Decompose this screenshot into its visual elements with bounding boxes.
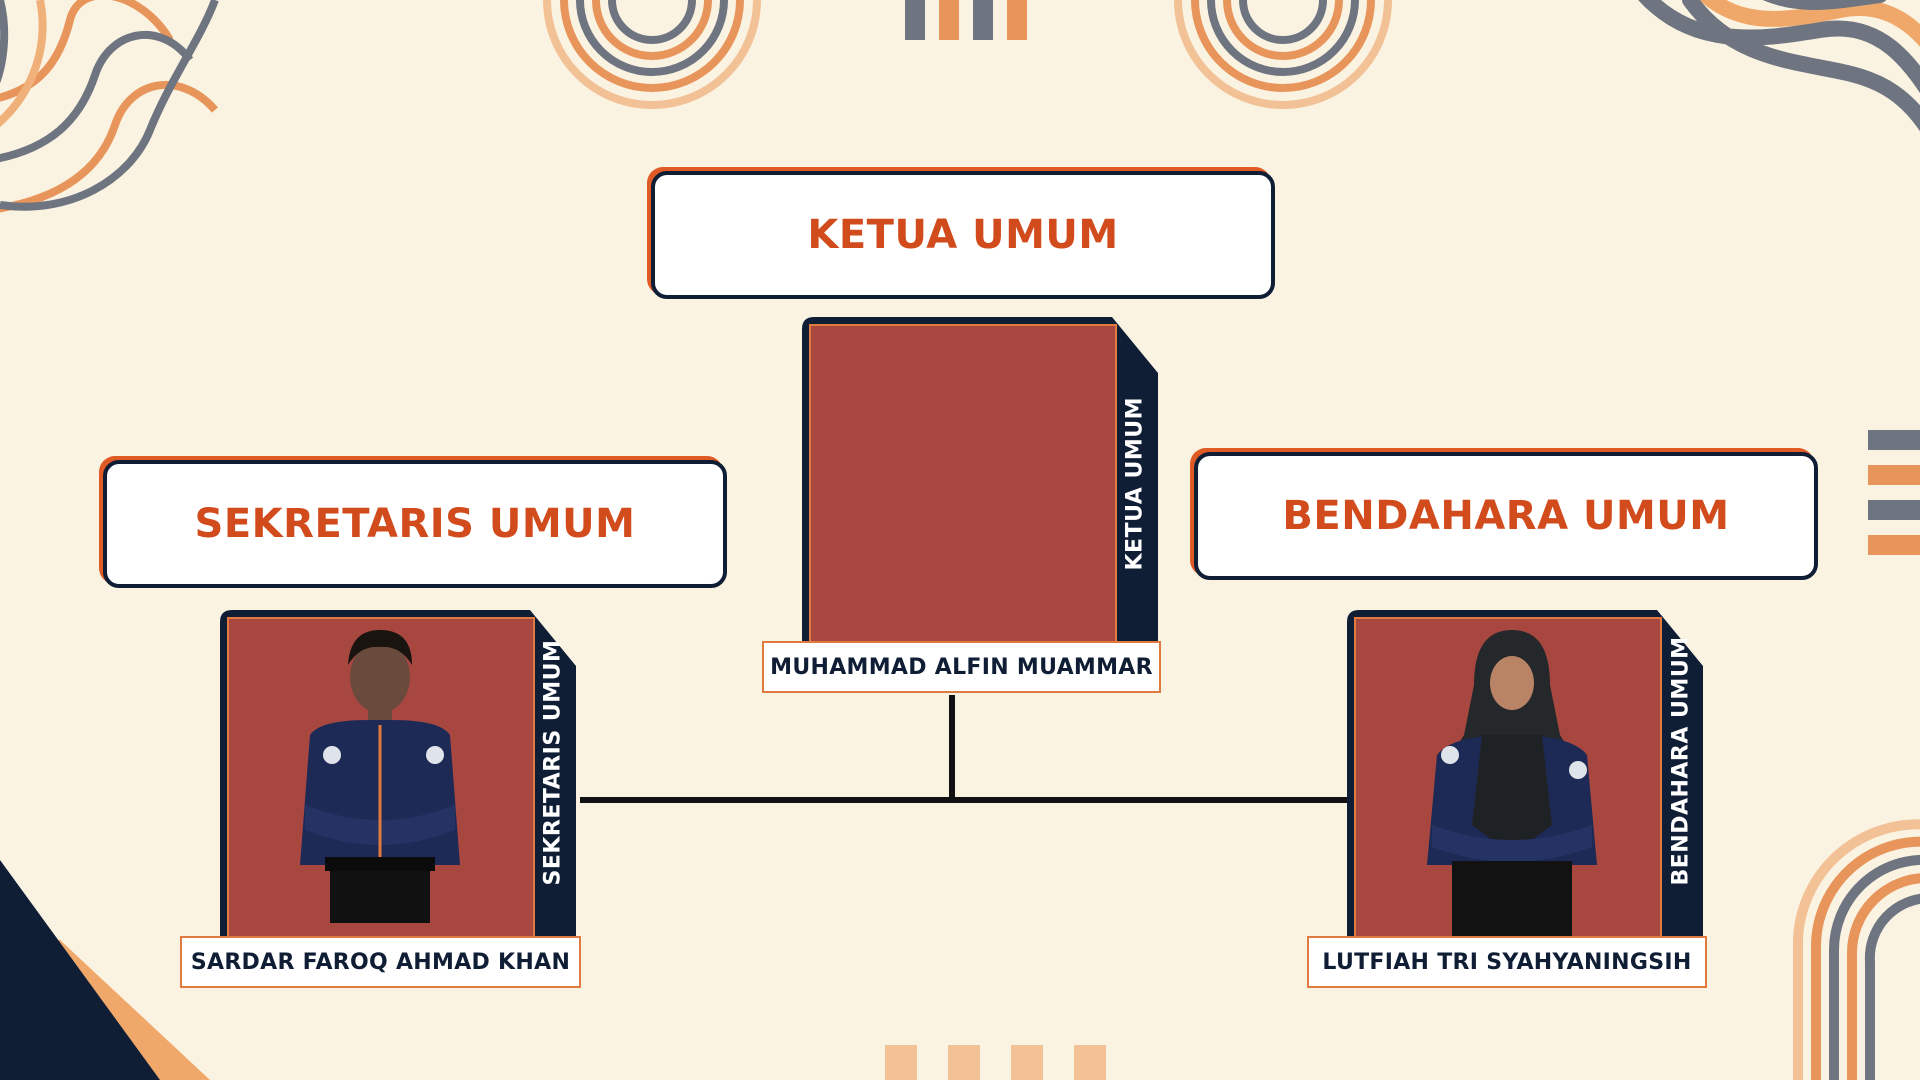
concentric-arcs-left [543, 0, 761, 109]
person-photo-male [300, 630, 460, 923]
ketua-umum-photo-card [802, 317, 1158, 647]
squares-bottom-center [885, 1045, 1106, 1080]
triangles-bottom-left [0, 860, 210, 1080]
sekretaris-umum-title-box: SEKRETARIS UMUM [103, 460, 727, 588]
stripes-right [1868, 430, 1920, 555]
ketua-umum-name: MUHAMMAD ALFIN MUAMMAR [770, 654, 1153, 680]
sekretaris-umum-side-label: SEKRETARIS UMUM [540, 639, 566, 886]
arcs-bottom-right [1793, 819, 1920, 1080]
bendahara-umum-photo-card [1347, 610, 1703, 940]
sekretaris-umum-name-box: SARDAR FAROQ AHMAD KHAN [180, 936, 581, 988]
sekretaris-umum-photo-card [220, 610, 576, 940]
ketua-umum-title-box: KETUA UMUM [651, 171, 1275, 299]
stripes-top-center [905, 0, 1027, 40]
bendahara-umum-side-label: BENDAHARA UMUM [1668, 636, 1694, 886]
sekretaris-umum-name: SARDAR FAROQ AHMAD KHAN [190, 949, 571, 975]
bendahara-umum-name-box: LUTFIAH TRI SYAHYANINGSIH [1307, 936, 1707, 988]
ketua-umum-name-box: MUHAMMAD ALFIN MUAMMAR [762, 641, 1161, 693]
bendahara-umum-title-box: BENDAHARA UMUM [1194, 452, 1818, 580]
concentric-arcs-right [1174, 0, 1392, 109]
ketua-umum-side-label: KETUA UMUM [1122, 397, 1148, 571]
ketua-umum-title: KETUA UMUM [807, 212, 1119, 258]
connector-lines [580, 695, 1350, 803]
wavy-lines-top-left [0, 0, 219, 213]
sekretaris-umum-title: SEKRETARIS UMUM [194, 501, 636, 547]
bendahara-umum-name: LUTFIAH TRI SYAHYANINGSIH [1322, 949, 1692, 975]
person-photo-female [1427, 630, 1597, 940]
bendahara-umum-title: BENDAHARA UMUM [1282, 493, 1730, 539]
waves-top-right [1638, 0, 1920, 132]
